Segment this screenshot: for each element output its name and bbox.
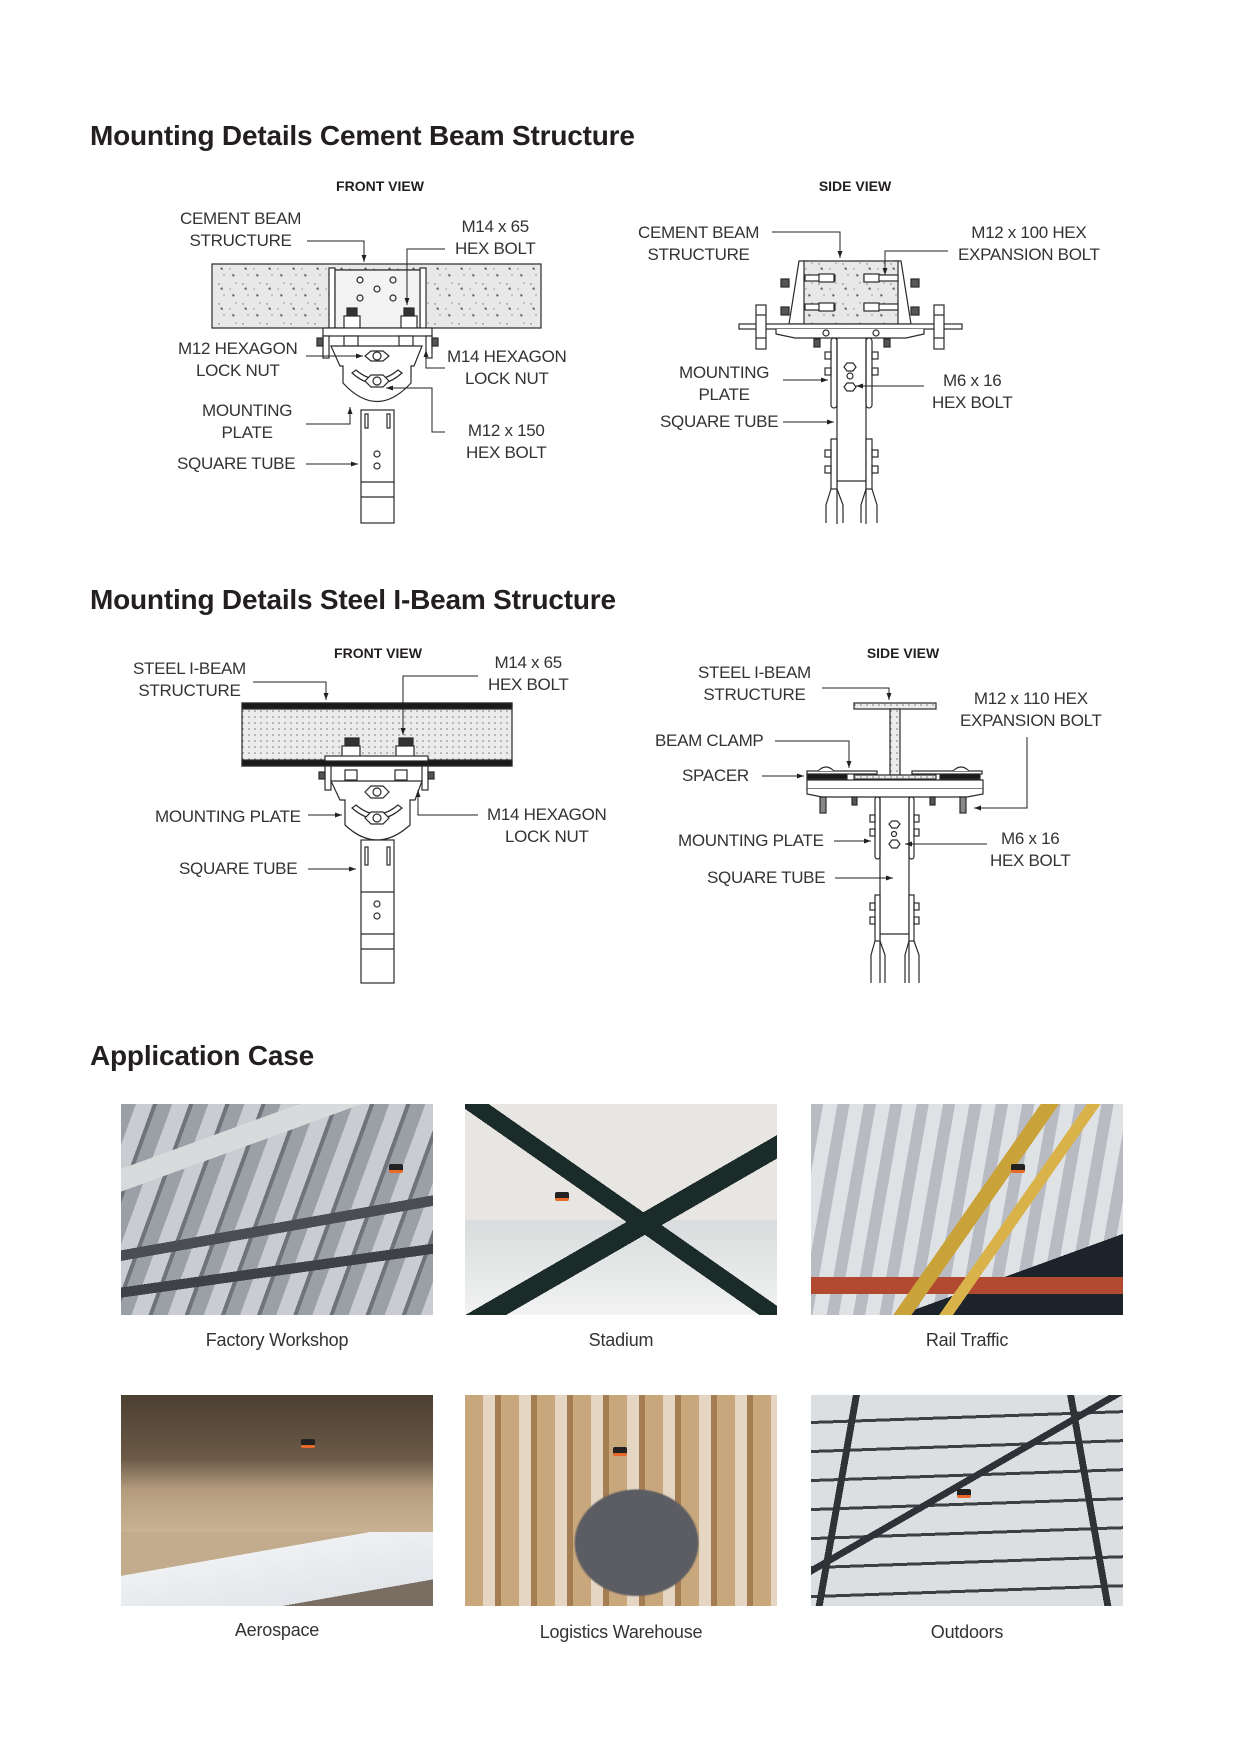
label-mounting-plate-steel-side: MOUNTING PLATE <box>678 831 824 850</box>
label-square-tube-side: SQUARE TUBE <box>660 412 779 431</box>
section-title-cement-beam: Mounting Details Cement Beam Structure <box>90 120 635 151</box>
photo-outdoors <box>811 1395 1123 1606</box>
photo-factory-workshop <box>121 1104 433 1315</box>
photo-logistics-warehouse <box>465 1395 777 1606</box>
label-mounting-plate-front: MOUNTING PLATE <box>202 401 293 442</box>
caption-logistics-warehouse: Logistics Warehouse <box>539 1622 703 1642</box>
steel-front-view-title: FRONT VIEW <box>334 645 422 661</box>
photo-rail-traffic <box>811 1104 1123 1315</box>
cement-side-view-title: SIDE VIEW <box>818 178 892 194</box>
label-m6-hex-bolt-steel-side: M6 x 16 HEX BOLT <box>990 829 1071 870</box>
label-m14-hex-bolt-front: M14 x 65 HEX BOLT <box>455 217 536 258</box>
label-m12-hex-bolt: M12 x 150 HEX BOLT <box>466 421 547 462</box>
label-m12-expansion-bolt-steel-side: M12 x 110 HEX EXPANSION BOLT <box>960 689 1102 730</box>
fan-hub-icon <box>957 1489 971 1498</box>
fan-hub-icon <box>301 1439 315 1448</box>
label-spacer: SPACER <box>682 766 749 785</box>
label-m6-hex-bolt-side: M6 x 16 HEX BOLT <box>932 371 1013 412</box>
label-square-tube-front: SQUARE TUBE <box>177 454 296 473</box>
label-cement-beam-structure-side: CEMENT BEAM STRUCTURE <box>638 223 760 264</box>
photo-stadium <box>465 1104 777 1315</box>
label-steel-beam-structure-front: STEEL I-BEAM STRUCTURE <box>133 659 246 700</box>
label-m12-expansion-bolt-side: M12 x 100 HEX EXPANSION BOLT <box>958 223 1100 264</box>
cement-front-view-title: FRONT VIEW <box>336 178 424 194</box>
section-title-application-case: Application Case <box>90 1040 314 1071</box>
label-m14-hex-bolt-steel-front: M14 x 65 HEX BOLT <box>488 653 569 694</box>
photo-aerospace <box>121 1395 433 1606</box>
label-m14-lock-nut-front: M14 HEXAGON LOCK NUT <box>447 347 567 388</box>
label-beam-clamp: BEAM CLAMP <box>655 731 764 750</box>
caption-aerospace: Aerospace <box>234 1620 320 1640</box>
fan-hub-icon <box>1011 1164 1025 1173</box>
fan-hub-icon <box>613 1447 627 1456</box>
steel-side-view-title: SIDE VIEW <box>866 645 940 661</box>
label-square-tube-steel-side: SQUARE TUBE <box>707 868 826 887</box>
label-m12-lock-nut: M12 HEXAGON LOCK NUT <box>178 339 298 380</box>
label-m14-lock-nut-steel-front: M14 HEXAGON LOCK NUT <box>487 805 607 846</box>
caption-rail-traffic: Rail Traffic <box>925 1330 1009 1350</box>
fan-hub-icon <box>389 1164 403 1173</box>
label-square-tube-steel-front: SQUARE TUBE <box>179 859 298 878</box>
label-mounting-plate-side: MOUNTING PLATE <box>679 363 770 404</box>
label-steel-beam-structure-side: STEEL I-BEAM STRUCTURE <box>698 663 811 704</box>
section-title-steel-beam: Mounting Details Steel I-Beam Structure <box>90 584 616 615</box>
caption-stadium: Stadium <box>588 1330 654 1350</box>
caption-outdoors: Outdoors <box>930 1622 1004 1642</box>
caption-factory-workshop: Factory Workshop <box>205 1330 349 1350</box>
fan-hub-icon <box>555 1192 569 1201</box>
label-mounting-plate-steel-front: MOUNTING PLATE <box>155 807 301 826</box>
label-cement-beam-structure-front: CEMENT BEAM STRUCTURE <box>180 209 302 250</box>
